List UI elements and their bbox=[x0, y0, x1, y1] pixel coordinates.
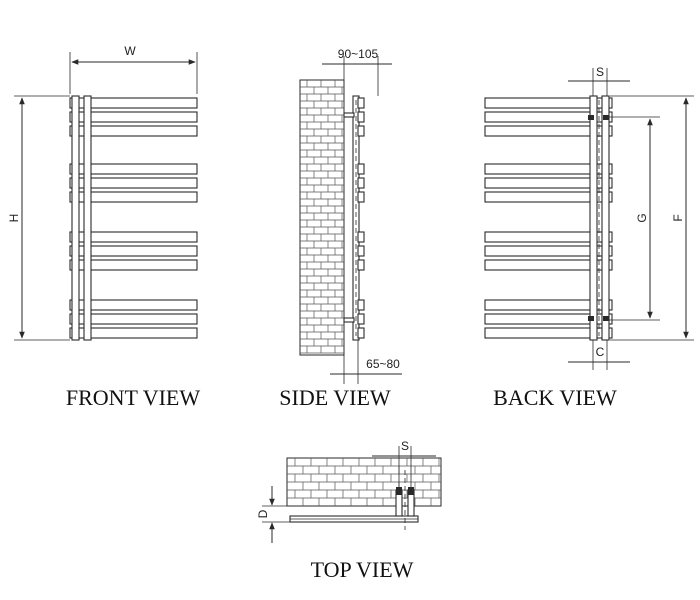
back-bar-4 bbox=[484, 163, 613, 175]
side-bracket-bottom bbox=[343, 317, 355, 323]
front-height-label: H bbox=[7, 214, 21, 223]
side-wall bbox=[299, 79, 345, 356]
back-bracket-bottom-right bbox=[603, 316, 609, 321]
back-g-label: G bbox=[635, 213, 649, 222]
top-s-label: S bbox=[401, 439, 409, 453]
front-rail-left bbox=[71, 95, 80, 341]
side-bar-10 bbox=[357, 299, 365, 311]
top-d-label: D bbox=[256, 509, 270, 518]
top-view: S D TOP VIEW bbox=[256, 439, 442, 582]
top-wall-bricks bbox=[287, 458, 441, 506]
front-view-caption: FRONT VIEW bbox=[66, 385, 200, 410]
back-c-label: C bbox=[596, 345, 605, 359]
front-rail-right bbox=[83, 95, 92, 341]
front-width-label: W bbox=[124, 44, 136, 58]
side-dim-bottom-label: 65~80 bbox=[366, 357, 400, 371]
back-s-label: S bbox=[596, 65, 604, 79]
side-radiator-rail bbox=[352, 95, 360, 341]
back-view-caption: BACK VIEW bbox=[493, 385, 617, 410]
side-bar-11 bbox=[357, 313, 365, 325]
top-view-caption: TOP VIEW bbox=[311, 557, 414, 582]
side-bar-12 bbox=[357, 327, 365, 339]
back-bracket-bottom-left bbox=[588, 316, 594, 321]
back-bracket-top-left bbox=[588, 115, 594, 120]
back-rail-left bbox=[589, 95, 598, 341]
back-bar-6 bbox=[484, 191, 613, 203]
side-view-bars bbox=[357, 97, 365, 339]
side-bar-5 bbox=[357, 177, 365, 189]
back-bar-5 bbox=[484, 177, 613, 189]
top-bracket-left-mount bbox=[396, 487, 402, 495]
side-bar-7 bbox=[357, 231, 365, 243]
top-bracket-right-mount bbox=[408, 487, 414, 495]
front-bar-1 bbox=[69, 97, 198, 109]
back-bar-12 bbox=[484, 327, 613, 339]
side-view: 90~105 65~80 SIDE VIEW bbox=[279, 47, 402, 410]
front-bar-2 bbox=[69, 111, 198, 123]
side-dim-top-label: 90~105 bbox=[338, 47, 379, 61]
front-bar-5 bbox=[69, 177, 198, 189]
back-bar-9 bbox=[484, 259, 613, 271]
back-bar-8 bbox=[484, 245, 613, 257]
front-bar-4 bbox=[69, 163, 198, 175]
front-bar-6 bbox=[69, 191, 198, 203]
side-bar-6 bbox=[357, 191, 365, 203]
back-rail-right bbox=[601, 95, 610, 341]
back-bracket-top-right bbox=[603, 115, 609, 120]
back-view-bars bbox=[484, 97, 613, 339]
side-bar-2 bbox=[357, 111, 365, 123]
side-bar-9 bbox=[357, 259, 365, 271]
front-bar-10 bbox=[69, 299, 198, 311]
back-bar-1 bbox=[484, 97, 613, 109]
front-view: W H FRONT VIEW bbox=[7, 44, 200, 410]
back-bar-7 bbox=[484, 231, 613, 243]
front-bar-7 bbox=[69, 231, 198, 243]
back-view: S C G F BACK VIEW bbox=[484, 65, 694, 410]
front-bar-3 bbox=[69, 125, 198, 137]
side-wall-bricks bbox=[300, 80, 344, 354]
side-bracket-top bbox=[343, 112, 355, 118]
front-view-bars bbox=[69, 97, 198, 339]
front-bar-11 bbox=[69, 313, 198, 325]
side-bar-3 bbox=[357, 125, 365, 137]
front-bar-12 bbox=[69, 327, 198, 339]
back-bar-3 bbox=[484, 125, 613, 137]
side-bar-8 bbox=[357, 245, 365, 257]
front-bar-8 bbox=[69, 245, 198, 257]
side-view-caption: SIDE VIEW bbox=[279, 385, 391, 410]
side-bar-1 bbox=[357, 97, 365, 109]
back-f-label: F bbox=[671, 214, 685, 221]
front-bar-9 bbox=[69, 259, 198, 271]
back-bar-11 bbox=[484, 313, 613, 325]
side-bar-4 bbox=[357, 163, 365, 175]
back-bar-10 bbox=[484, 299, 613, 311]
